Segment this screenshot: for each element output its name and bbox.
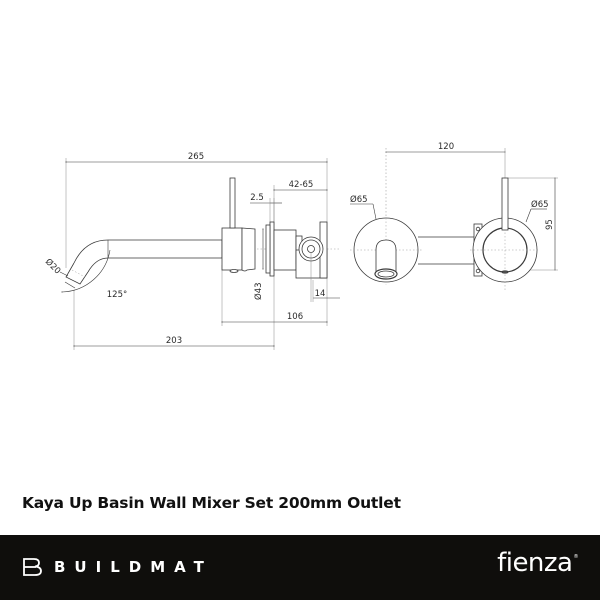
dim-spout-reach: 203 bbox=[166, 336, 182, 346]
buildmat-logo: BUILDMAT bbox=[22, 557, 213, 577]
dim-handle-height: 95 bbox=[545, 219, 555, 230]
fienza-logo: fienza® bbox=[497, 548, 578, 578]
buildmat-wordmark: BUILDMAT bbox=[54, 558, 213, 576]
dim-overall-length: 265 bbox=[188, 152, 204, 162]
dim-valve-offset: 14 bbox=[315, 289, 326, 299]
registered-mark: ® bbox=[573, 554, 579, 560]
dim-body-to-wall: 106 bbox=[287, 312, 303, 322]
product-title: Kaya Up Basin Wall Mixer Set 200mm Outle… bbox=[22, 494, 401, 512]
dim-outlet-angle: 125° bbox=[107, 290, 127, 300]
brand-footer: BUILDMAT fienza® bbox=[0, 535, 600, 600]
dim-body-diameter: Ø43 bbox=[253, 282, 264, 300]
technical-drawing: 265 42-65 2.5 Ø43 Ø20 125° 106 203 14 bbox=[43, 142, 558, 350]
dim-spout-plate-diameter: Ø65 bbox=[350, 194, 368, 205]
front-view bbox=[350, 148, 558, 290]
dim-outlet-diameter: Ø20 bbox=[43, 256, 63, 276]
fienza-wordmark: fienza bbox=[497, 548, 573, 578]
dim-plate-thickness: 2.5 bbox=[250, 193, 264, 203]
dim-centre-spacing: 120 bbox=[438, 142, 454, 152]
buildmat-b-icon bbox=[23, 558, 42, 576]
side-view bbox=[59, 158, 340, 350]
dim-mixer-plate-diameter: Ø65 bbox=[531, 199, 549, 210]
dim-wall-depth-range: 42-65 bbox=[289, 180, 314, 190]
